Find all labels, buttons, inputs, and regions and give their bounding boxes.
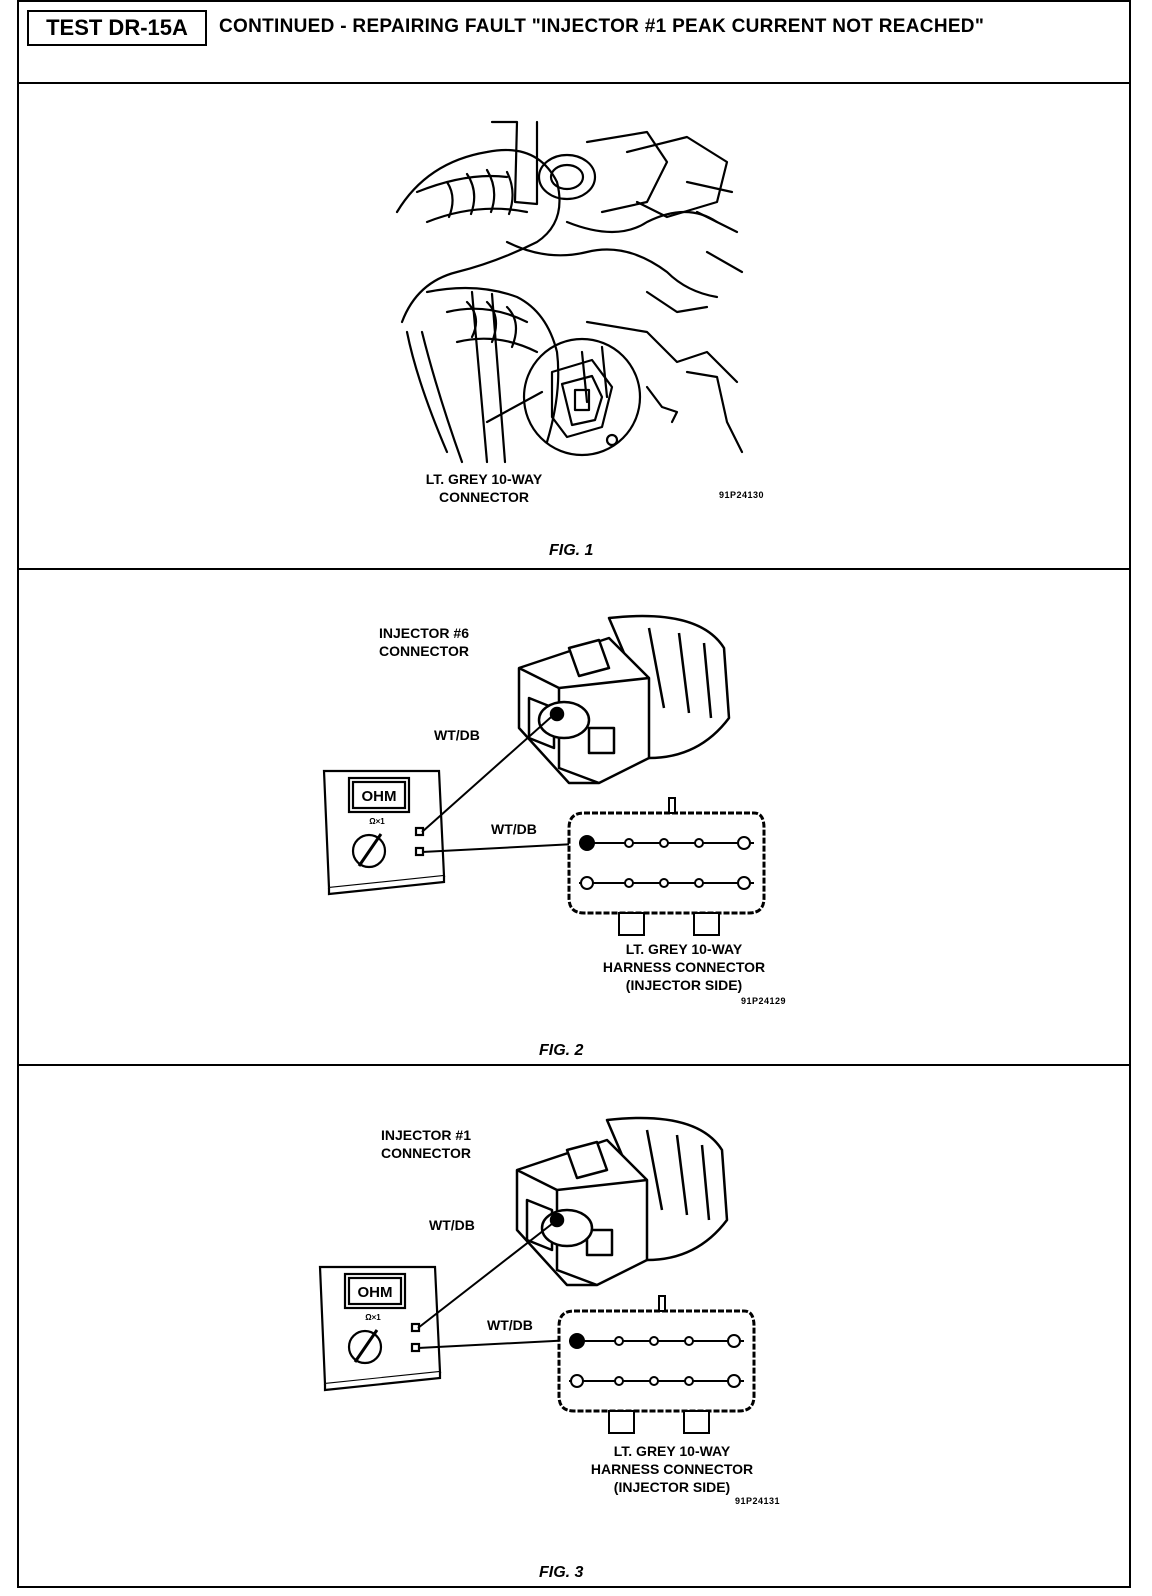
ohmmeter[interactable]: OHM Ω×1 xyxy=(315,1262,445,1392)
wire-label-top: WT/DB xyxy=(434,727,480,743)
figure-1-code: 91P24130 xyxy=(719,490,765,500)
probe-wires xyxy=(417,1219,574,1349)
page-frame: TEST DR-15A CONTINUED - REPAIRING FAULT … xyxy=(17,0,1131,1588)
wire-label-side: WT/DB xyxy=(491,821,537,837)
probe-wires xyxy=(421,709,576,853)
figure-1-panel: LT. GREY 10-WAY CONNECTOR 91P24130 FIG. … xyxy=(19,82,1129,570)
figure-1-connector-label: LT. GREY 10-WAY CONNECTOR xyxy=(425,471,543,505)
meter-range: Ω×1 xyxy=(369,817,385,826)
wire-label-side: WT/DB xyxy=(487,1317,533,1333)
figure-2-code: 91P24129 xyxy=(741,996,787,1006)
figure-2-panel: INJECTOR #6 CONNECTOR WT/DB xyxy=(19,568,1129,1066)
injector-connector-label: INJECTOR #1 CONNECTOR xyxy=(381,1127,471,1161)
injector-connector-drawing xyxy=(515,1116,729,1287)
figure-1-caption: FIG. 1 xyxy=(549,542,594,559)
figure-3-panel: INJECTOR #1 CONNECTOR WT/DB xyxy=(19,1064,1129,1588)
injector-connector-label: INJECTOR #6 CONNECTOR xyxy=(379,625,469,659)
figure-3-code: 91P24131 xyxy=(735,1496,781,1506)
harness-connector-label: LT. GREY 10-WAY HARNESS CONNECTOR (INJEC… xyxy=(602,941,766,993)
test-id-box: TEST DR-15A xyxy=(27,10,207,46)
meter-range: Ω×1 xyxy=(365,1313,381,1322)
meter-display: OHM xyxy=(362,788,397,805)
header: TEST DR-15A CONTINUED - REPAIRING FAULT … xyxy=(19,2,1129,84)
harness-connector xyxy=(567,797,766,936)
figure-2-caption: FIG. 2 xyxy=(539,1042,584,1059)
harness-connector-label: LT. GREY 10-WAY HARNESS CONNECTOR (INJEC… xyxy=(590,1443,754,1495)
engine-illustration xyxy=(395,120,744,464)
ohmmeter[interactable]: OHM Ω×1 xyxy=(319,766,449,896)
page-title: CONTINUED - REPAIRING FAULT "INJECTOR #1… xyxy=(219,16,985,37)
wire-label-top: WT/DB xyxy=(429,1217,475,1233)
meter-display: OHM xyxy=(358,1284,393,1301)
injector-connector-drawing xyxy=(517,614,731,785)
figure-3-caption: FIG. 3 xyxy=(539,1564,584,1581)
harness-connector xyxy=(557,1295,756,1434)
